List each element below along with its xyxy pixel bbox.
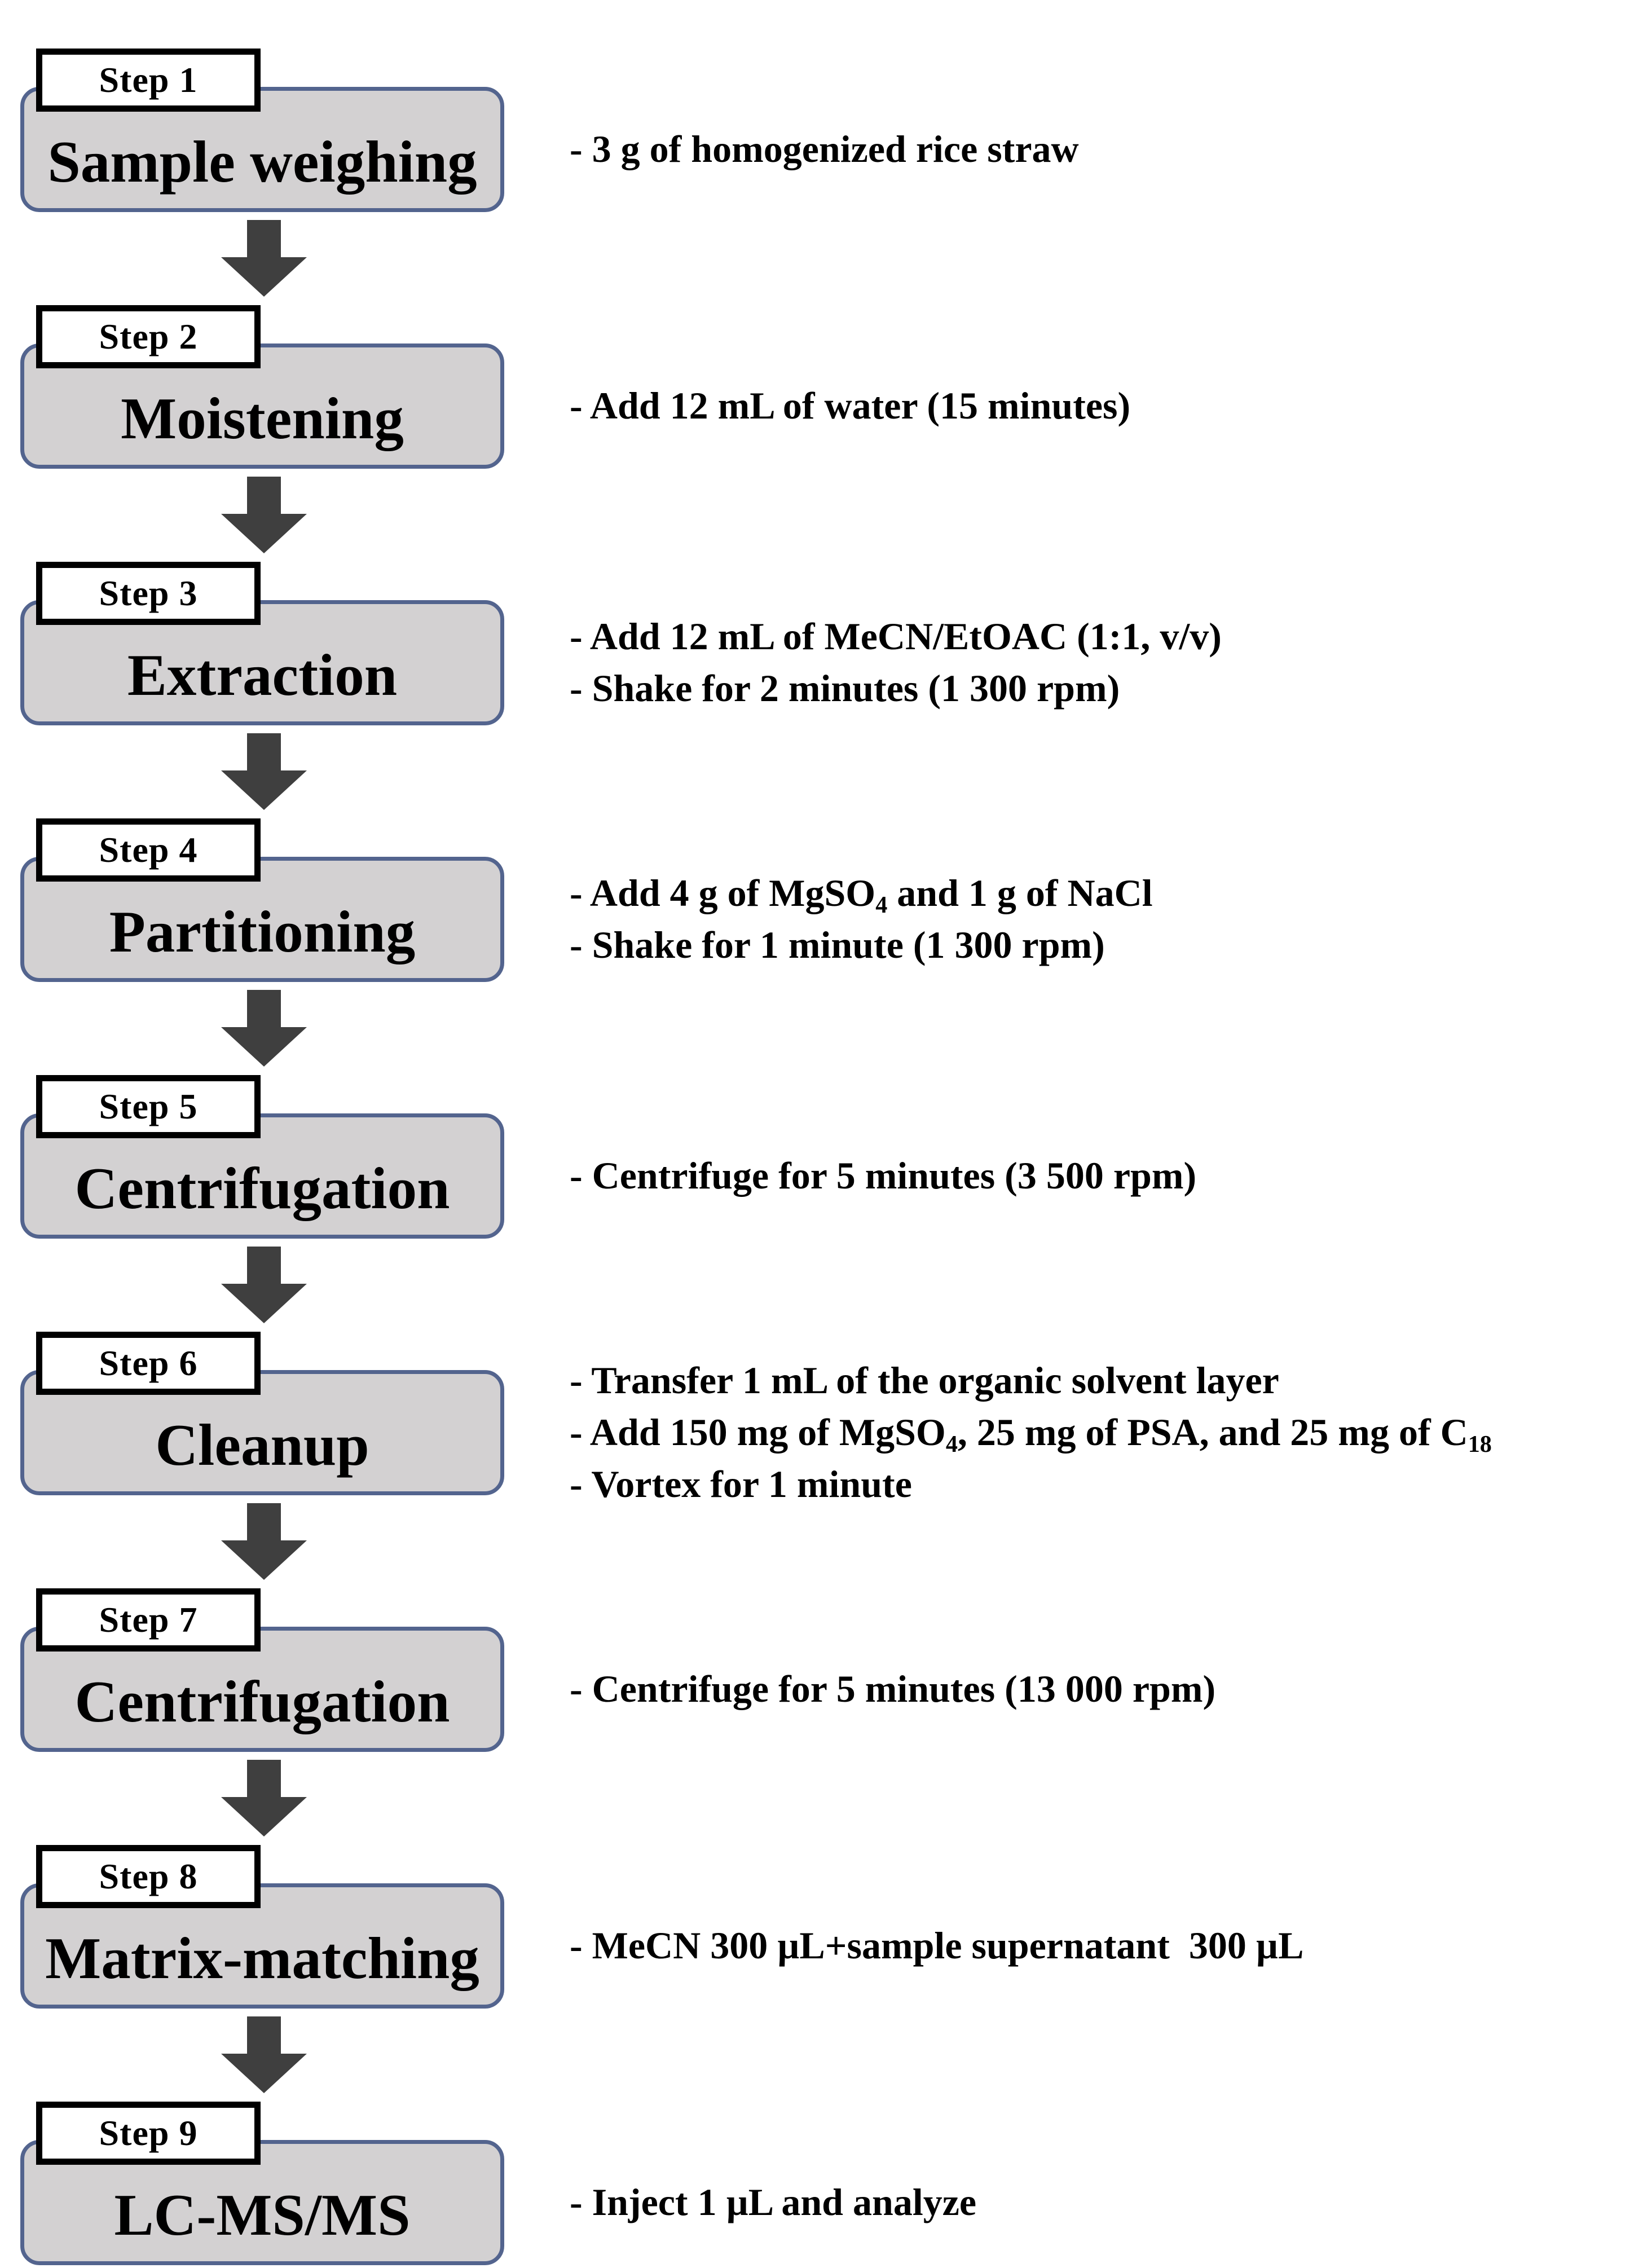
step-details: - Add 12 mL of MeCN/EtOAC (1:1, v/v) - Sh… (570, 562, 1643, 725)
arrow-connector (0, 212, 1643, 305)
step-label-box: Step 4 (36, 818, 261, 882)
step-label: Step 2 (99, 316, 198, 356)
step-details: - Centrifuge for 5 minutes (3 500 rpm) (570, 1075, 1643, 1239)
step-label-box: Step 1 (36, 49, 261, 112)
step-label: Step 8 (99, 1856, 198, 1896)
step-row: Step 7 Centrifugation - Centrifuge for 5… (0, 1588, 1643, 1752)
step-details: - MeCN 300 µL+sample supernatant 300 µL (570, 1845, 1643, 2009)
step-label-box: Step 9 (36, 2102, 261, 2165)
step-label-box: Step 5 (36, 1075, 261, 1138)
step-block: Step 7 Centrifugation (0, 1588, 570, 1752)
arrow-connector (0, 1495, 1643, 1588)
step-detail-line: - Shake for 2 minutes (1 300 rpm) (570, 667, 1120, 710)
step-block: Step 6 Cleanup (0, 1332, 570, 1495)
step-title: Centrifugation (74, 1668, 450, 1734)
step-title: Sample weighing (47, 128, 477, 195)
arrow-connector (0, 469, 1643, 562)
step-label: Step 5 (99, 1086, 198, 1126)
step-row: Step 5 Centrifugation - Centrifuge for 5… (0, 1075, 1643, 1239)
down-arrow-icon (221, 1503, 307, 1580)
step-box: Partitioning (20, 857, 504, 982)
step-box: Moistening (20, 343, 504, 469)
step-detail-line: - Centrifuge for 5 minutes (13 000 rpm) (570, 1667, 1216, 1710)
step-detail-line: - Add 12 mL of water (15 minutes) (570, 384, 1131, 427)
down-arrow-icon (221, 477, 307, 553)
down-arrow-icon (221, 220, 307, 297)
step-detail-line: - Add 150 mg of MgSO4, 25 mg of PSA, and… (570, 1411, 1492, 1457)
step-block: Step 4 Partitioning (0, 818, 570, 982)
step-row: Step 1 Sample weighing - 3 g of homogeni… (0, 49, 1643, 212)
step-label-box: Step 3 (36, 562, 261, 625)
step-label: Step 3 (99, 573, 198, 613)
step-detail-line: - Transfer 1 mL of the organic solvent l… (570, 1359, 1279, 1402)
step-block: Step 3 Extraction (0, 562, 570, 725)
arrow-connector (0, 982, 1643, 1075)
down-arrow-icon (221, 733, 307, 810)
step-title: Extraction (127, 641, 398, 708)
step-row: Step 2 Moistening - Add 12 mL of water (… (0, 305, 1643, 469)
step-detail-line: - MeCN 300 µL+sample supernatant 300 µL (570, 1924, 1304, 1967)
step-detail-line: - Vortex for 1 minute (570, 1463, 912, 1505)
step-label: Step 4 (99, 830, 198, 870)
arrow-connector (0, 1239, 1643, 1332)
step-row: Step 3 Extraction - Add 12 mL of MeCN/Et… (0, 562, 1643, 725)
step-details: - Add 4 g of MgSO4 and 1 g of NaCl - Shak… (570, 818, 1643, 982)
step-row: Step 9 LC-MS/MS - Inject 1 µL and analyz… (0, 2102, 1643, 2265)
step-title: Matrix-matching (45, 1925, 479, 1991)
step-row: Step 8 Matrix-matching - MeCN 300 µL+sam… (0, 1845, 1643, 2009)
step-block: Step 8 Matrix-matching (0, 1845, 570, 2009)
step-title: Partitioning (109, 898, 416, 965)
step-detail-line: - 3 g of homogenized rice straw (570, 127, 1079, 170)
step-label-box: Step 6 (36, 1332, 261, 1395)
down-arrow-icon (221, 1247, 307, 1323)
step-label: Step 1 (99, 60, 198, 100)
step-box: Sample weighing (20, 87, 504, 212)
step-detail-line: - Inject 1 µL and analyze (570, 2181, 977, 2223)
step-block: Step 5 Centrifugation (0, 1075, 570, 1239)
step-detail-line: - Centrifuge for 5 minutes (3 500 rpm) (570, 1154, 1197, 1197)
step-detail-line: - Shake for 1 minute (1 300 rpm) (570, 923, 1105, 966)
step-box: Centrifugation (20, 1627, 504, 1752)
step-label-box: Step 2 (36, 305, 261, 368)
arrow-connector (0, 2009, 1643, 2102)
arrow-connector (0, 1752, 1643, 1845)
step-details: - Transfer 1 mL of the organic solvent l… (570, 1332, 1643, 1505)
step-label-box: Step 7 (36, 1588, 261, 1652)
step-details: - Centrifuge for 5 minutes (13 000 rpm) (570, 1588, 1643, 1752)
step-title: Cleanup (155, 1411, 369, 1478)
step-label: Step 7 (99, 1600, 198, 1640)
step-details: - Add 12 mL of water (15 minutes) (570, 305, 1643, 469)
down-arrow-icon (221, 1760, 307, 1837)
step-title: Centrifugation (74, 1155, 450, 1221)
step-label-box: Step 8 (36, 1845, 261, 1908)
step-row: Step 4 Partitioning - Add 4 g of MgSO4 a… (0, 818, 1643, 982)
step-label: Step 9 (99, 2113, 198, 2153)
down-arrow-icon (221, 990, 307, 1067)
down-arrow-icon (221, 2016, 307, 2093)
step-details: - 3 g of homogenized rice straw (570, 49, 1643, 212)
arrow-connector (0, 725, 1643, 818)
step-detail-line: - Add 12 mL of MeCN/EtOAC (1:1, v/v) (570, 615, 1222, 658)
step-block: Step 1 Sample weighing (0, 49, 570, 212)
step-detail-line: - Add 4 g of MgSO4 and 1 g of NaCl (570, 871, 1153, 918)
step-details: - Inject 1 µL and analyze (570, 2102, 1643, 2265)
step-label: Step 6 (99, 1343, 198, 1383)
step-block: Step 9 LC-MS/MS (0, 2102, 570, 2265)
step-title: LC-MS/MS (114, 2181, 411, 2248)
step-title: Moistening (121, 385, 404, 451)
step-block: Step 2 Moistening (0, 305, 570, 469)
step-row: Step 6 Cleanup - Transfer 1 mL of the or… (0, 1332, 1643, 1505)
